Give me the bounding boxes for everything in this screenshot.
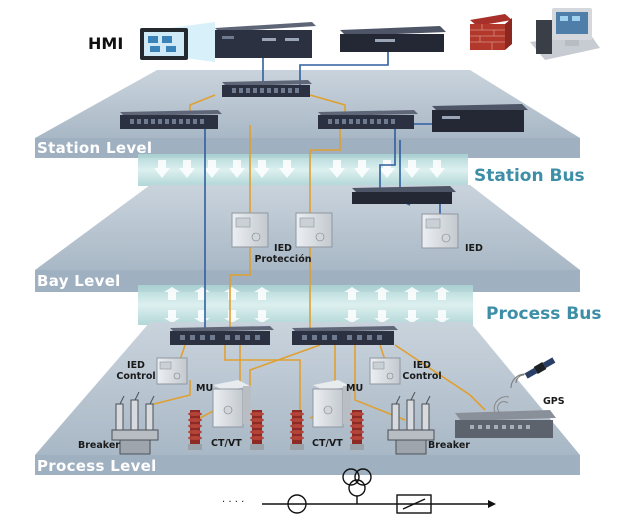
station-gateway — [432, 104, 528, 132]
ied-control-right-label-line2: Control — [402, 371, 442, 382]
bay-level-label: Bay Level — [37, 272, 121, 290]
station-level-label: Station Level — [37, 139, 153, 157]
firewall-icon — [470, 14, 512, 50]
hmi-label: HMI — [88, 34, 124, 53]
station-server-right — [340, 26, 446, 52]
process-level-label: Process Level — [37, 457, 157, 475]
ctvt-insulators-right — [290, 410, 364, 450]
merging-unit-left — [212, 380, 251, 428]
breaker-right-label: Breaker — [428, 440, 470, 451]
ied-proteccion-label-line2: Protección — [254, 254, 312, 265]
process-bus-label: Process Bus — [486, 304, 602, 324]
continuation-dots: · · · · — [222, 497, 245, 508]
breaker-right — [387, 391, 435, 455]
bay-switch — [352, 186, 456, 204]
ied-bay-right — [421, 213, 459, 249]
hmi-monitor — [140, 22, 215, 62]
ied-control-left-label: IED Control — [114, 360, 158, 382]
station-bus-band — [138, 154, 468, 186]
mu-left-label: MU — [196, 383, 214, 394]
mu-right-label: MU — [346, 383, 364, 394]
single-line-diagram — [262, 468, 496, 514]
gps-label: GPS — [543, 396, 565, 407]
ctvt-right-label: CT/VT — [312, 438, 343, 449]
ied-proteccion-label-line1: IED — [274, 243, 292, 254]
station-bus-label: Station Bus — [474, 166, 585, 186]
ctvt-insulators-left — [188, 410, 264, 450]
ied-bay-right-label: IED — [465, 243, 483, 254]
merging-unit-right — [312, 380, 351, 428]
ied-proteccion-left — [231, 212, 269, 248]
gps-satellite-icon — [510, 357, 556, 389]
ied-control-right-label: IED Control — [400, 360, 444, 382]
ied-control-right-label-line1: IED — [413, 360, 431, 371]
ied-control-right — [369, 357, 401, 385]
ied-control-left-label-line1: IED — [127, 360, 145, 371]
station-server-left — [215, 22, 316, 58]
process-switch-right — [292, 326, 398, 345]
process-bus-band — [138, 285, 473, 325]
breaker-left — [111, 391, 159, 455]
gps-clock-device — [455, 396, 556, 438]
ctvt-left-label: CT/VT — [211, 438, 242, 449]
station-switch-left — [120, 110, 222, 129]
ied-proteccion-right — [295, 212, 333, 248]
station-switch-right — [318, 110, 418, 129]
breaker-left-label: Breaker — [78, 440, 120, 451]
process-level-plane — [35, 322, 580, 475]
station-core-switch — [222, 80, 312, 97]
workstation-icon — [530, 8, 600, 60]
ied-control-left — [156, 357, 188, 385]
process-switch-left — [170, 326, 274, 345]
ied-proteccion-label: IED Protección — [250, 243, 316, 265]
ied-control-left-label-line2: Control — [116, 371, 156, 382]
